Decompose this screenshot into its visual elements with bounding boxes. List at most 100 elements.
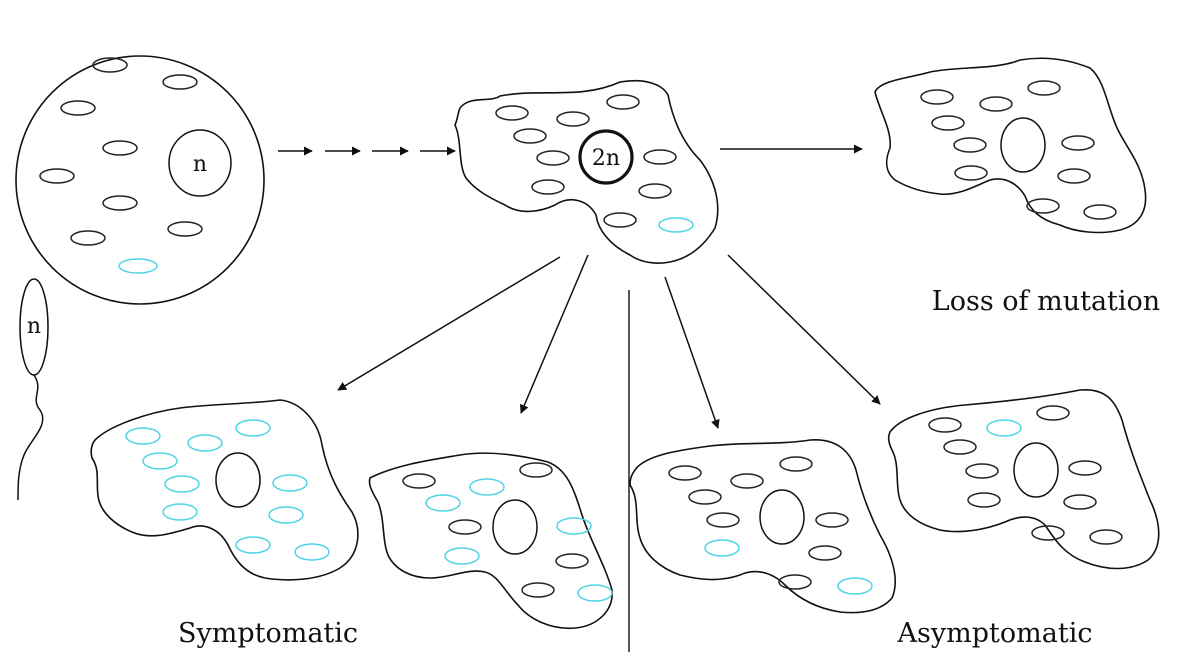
normal-mitochondrion <box>555 553 589 569</box>
symptomatic-cell-2 <box>368 452 613 630</box>
normal-mitochondrion <box>60 100 96 116</box>
normal-mitochondrion <box>102 140 138 156</box>
mutant-mitochondrion <box>704 539 740 557</box>
normal-mitochondrion <box>965 463 999 479</box>
normal-mitochondrion <box>70 230 106 246</box>
mutant-mitochondrion <box>986 419 1022 437</box>
sperm-nucleus-label: n <box>27 314 41 339</box>
normal-mitochondrion <box>1057 168 1091 184</box>
loss-of-mutation-label: Loss of mutation <box>932 286 1160 317</box>
normal-mitochondrion <box>521 582 555 598</box>
normal-mitochondrion <box>643 149 677 165</box>
zygote-nucleus <box>578 129 634 185</box>
normal-mitochondrion <box>402 473 436 489</box>
normal-mitochondrion <box>931 115 965 131</box>
normal-mitochondrion <box>920 89 954 105</box>
mutant-mitochondrion <box>425 494 461 512</box>
mutant-mitochondrion <box>235 419 271 437</box>
cell-1-mitochondria <box>125 419 330 561</box>
mutant-mitochondrion <box>118 258 158 274</box>
normal-mitochondrion <box>706 512 740 528</box>
normal-mitochondrion <box>730 473 764 489</box>
symptomatic-label: Symptomatic <box>178 618 358 649</box>
symptomatic-cell-1 <box>90 399 359 581</box>
zygote-mitochondria <box>495 94 694 233</box>
normal-mitochondrion <box>1061 135 1095 151</box>
normal-mitochondrion <box>953 137 987 153</box>
sperm-tail <box>17 374 44 501</box>
mutant-mitochondrion <box>125 427 161 445</box>
normal-mitochondrion <box>92 57 128 73</box>
zygote-cell: 2n <box>454 79 719 264</box>
normal-mitochondrion <box>1027 80 1061 96</box>
mutant-mitochondrion <box>235 536 271 554</box>
mutant-mitochondrion <box>272 474 308 492</box>
mutant-mitochondrion <box>577 584 613 602</box>
mutant-mitochondrion <box>142 452 178 470</box>
cell-4-nucleus <box>1013 442 1059 498</box>
sperm: n <box>17 278 49 501</box>
normal-mitochondrion <box>1068 460 1102 476</box>
normal-mitochondrion <box>513 128 547 144</box>
cell-1-nucleus <box>215 452 261 508</box>
mutant-mitochondrion <box>294 543 330 561</box>
normal-mitochondrion <box>1031 525 1065 541</box>
egg-cell: n <box>15 55 265 305</box>
loss-cell <box>874 57 1147 234</box>
cell-4-mitochondria <box>928 405 1123 545</box>
division-arrows <box>337 254 881 429</box>
mutant-mitochondrion <box>187 434 223 452</box>
normal-mitochondrion <box>603 212 637 228</box>
normal-mitochondrion <box>606 94 640 110</box>
normal-mitochondrion <box>448 519 482 535</box>
normal-mitochondrion <box>39 168 75 184</box>
mutant-mitochondrion <box>469 478 505 496</box>
cell-2-nucleus <box>492 499 538 555</box>
normal-mitochondrion <box>536 150 570 166</box>
normal-mitochondrion <box>1083 204 1117 220</box>
normal-mitochondrion <box>808 545 842 561</box>
mutant-mitochondrion <box>164 475 200 493</box>
normal-mitochondrion <box>943 439 977 455</box>
cell-2-mitochondria <box>402 462 613 602</box>
normal-mitochondrion <box>1089 529 1123 545</box>
normal-mitochondrion <box>167 221 203 237</box>
cell-3-mitochondria <box>668 456 873 595</box>
mutant-mitochondrion <box>556 517 592 535</box>
normal-mitochondrion <box>779 456 813 472</box>
normal-mitochondrion <box>102 195 138 211</box>
normal-mitochondrion <box>1063 494 1097 510</box>
normal-mitochondrion <box>638 183 672 199</box>
mutant-mitochondrion <box>268 506 304 524</box>
normal-mitochondrion <box>815 512 849 528</box>
normal-mitochondrion <box>495 105 529 121</box>
normal-mitochondrion <box>954 165 988 181</box>
normal-mitochondrion <box>531 179 565 195</box>
normal-mitochondrion <box>162 74 198 90</box>
asymptomatic-label: Asymptomatic <box>897 618 1093 649</box>
egg-nucleus <box>168 129 232 197</box>
normal-mitochondrion <box>1026 198 1060 214</box>
egg-mitochondria <box>39 57 203 274</box>
loss-mitochondria <box>920 80 1117 220</box>
mutant-mitochondrion <box>162 503 198 521</box>
mutant-mitochondrion <box>444 547 480 565</box>
mutant-mitochondrion <box>837 577 873 595</box>
normal-mitochondrion <box>979 96 1013 112</box>
normal-mitochondrion <box>1036 405 1070 421</box>
normal-mitochondrion <box>519 462 553 478</box>
egg-nucleus-label: n <box>193 152 207 177</box>
normal-mitochondrion <box>778 574 812 590</box>
loss-nucleus <box>1000 117 1046 173</box>
normal-mitochondrion <box>688 489 722 505</box>
normal-mitochondrion <box>928 417 962 433</box>
mutant-mitochondrion <box>658 217 694 233</box>
normal-mitochondrion <box>556 111 590 127</box>
cell-3-nucleus <box>759 489 805 545</box>
asymptomatic-cell-1 <box>629 439 896 614</box>
asymptomatic-cell-2 <box>887 389 1160 570</box>
zygote-nucleus-label: 2n <box>592 146 620 171</box>
normal-mitochondrion <box>668 465 702 481</box>
normal-mitochondrion <box>967 492 1001 508</box>
